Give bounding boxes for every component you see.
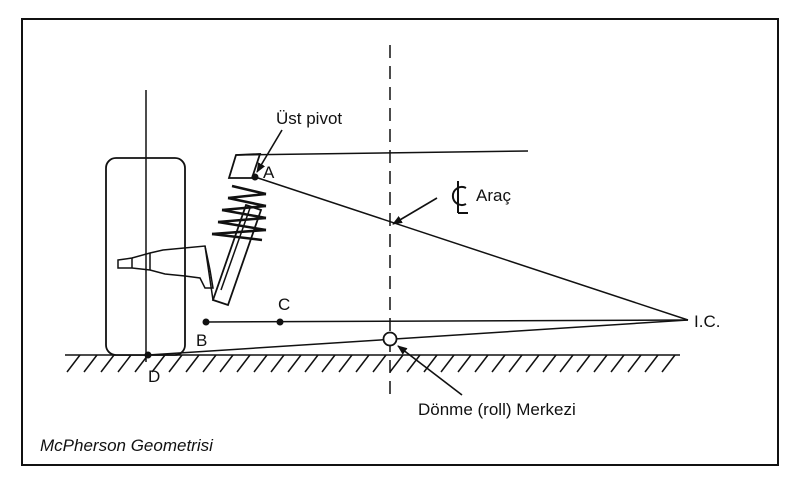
ground-hatch xyxy=(627,354,642,373)
ground-hatch xyxy=(440,354,455,373)
label-instant-center: I.C. xyxy=(694,312,720,331)
ground-hatch xyxy=(338,354,353,373)
ground-hatch xyxy=(661,354,676,373)
ground-hatch xyxy=(542,354,557,373)
ground-hatch xyxy=(389,354,404,373)
ground-hatch xyxy=(406,354,421,373)
ground-hatch xyxy=(457,354,472,373)
label-point-a: A xyxy=(263,163,275,182)
ground-hatch xyxy=(372,354,387,373)
point-d-dot xyxy=(144,351,152,359)
ground-hatch xyxy=(168,354,183,373)
ground-hatch xyxy=(287,354,302,373)
diagram-caption: McPherson Geometrisi xyxy=(40,436,214,455)
ground-hatch xyxy=(202,354,217,373)
label-roll-center: Dönme (roll) Merkezi xyxy=(418,400,576,419)
ground-hatch xyxy=(474,354,489,373)
ground-hatch xyxy=(304,354,319,373)
ground-hatch xyxy=(270,354,285,373)
roll-center-circle xyxy=(382,331,398,347)
ground-hatch xyxy=(559,354,574,373)
ground-hatch xyxy=(236,354,251,373)
ground-hatch xyxy=(525,354,540,373)
ground-hatch xyxy=(151,354,166,373)
centerline-arrow xyxy=(392,197,438,225)
diagram-frame xyxy=(21,18,779,466)
ground-hatch xyxy=(576,354,591,373)
ground-hatch xyxy=(253,354,268,373)
ground-hatch xyxy=(83,354,98,373)
ground-hatch xyxy=(66,354,81,373)
ground-hatching xyxy=(66,354,676,373)
point-c-dot xyxy=(276,318,284,326)
roll-center-arrow xyxy=(397,345,463,396)
body-reference-line xyxy=(235,150,529,156)
centerline-icon xyxy=(451,181,468,214)
ground-hatch xyxy=(355,354,370,373)
ground-hatch xyxy=(100,354,115,373)
ground-hatch xyxy=(117,354,132,373)
label-point-b: B xyxy=(196,331,207,350)
coil-spring xyxy=(211,184,267,242)
line-d-to-ic xyxy=(147,319,689,356)
ground-hatch xyxy=(610,354,625,373)
ground-hatch xyxy=(321,354,336,373)
wheel xyxy=(105,90,186,362)
line-a-to-ic xyxy=(254,176,689,321)
ground-hatch xyxy=(185,354,200,373)
ground-hatch xyxy=(219,354,234,373)
ground-hatch xyxy=(593,354,608,373)
line-b-to-ic xyxy=(205,319,689,323)
point-a-dot xyxy=(251,173,259,181)
point-b-dot xyxy=(202,318,210,326)
ground xyxy=(65,354,680,373)
label-point-d: D xyxy=(148,367,160,386)
hub-spindle xyxy=(117,245,214,289)
label-upper-pivot: Üst pivot xyxy=(276,109,342,128)
ground-hatch xyxy=(423,354,438,373)
label-point-c: C xyxy=(278,295,290,314)
ground-hatch xyxy=(508,354,523,373)
ground-hatch xyxy=(491,354,506,373)
ground-hatch xyxy=(644,354,659,373)
label-centerline: Araç xyxy=(476,186,511,205)
upper-pivot-arrow xyxy=(256,129,283,173)
